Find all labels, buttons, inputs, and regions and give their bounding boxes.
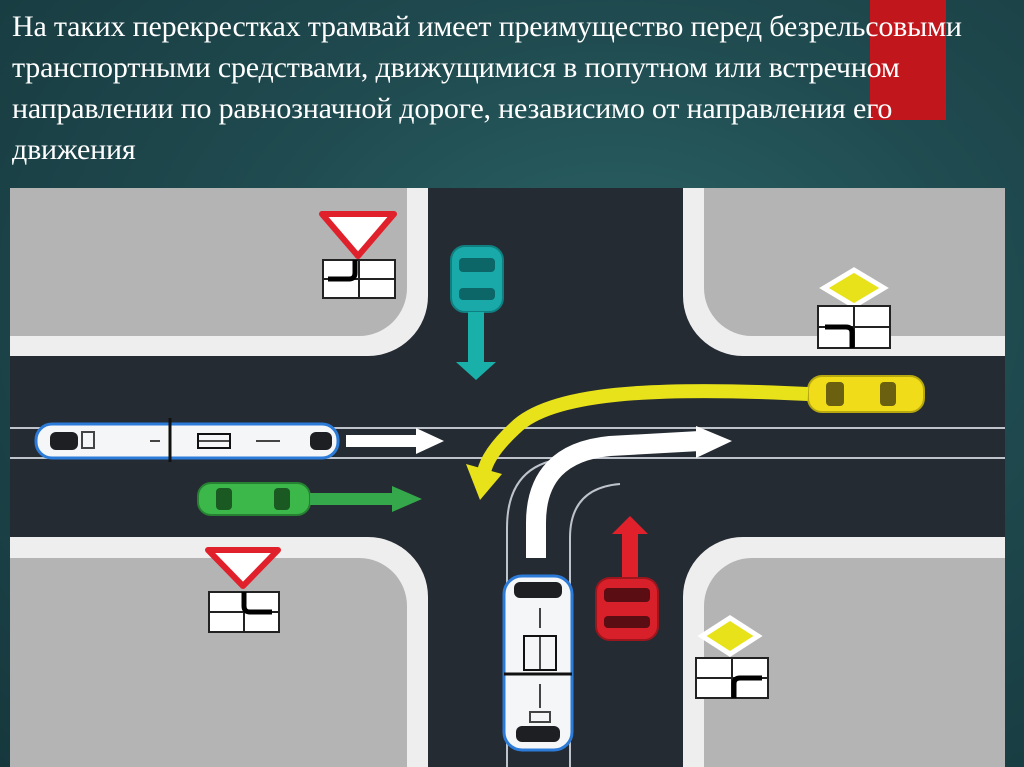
tram-south xyxy=(502,574,574,752)
teal-arrow xyxy=(456,312,496,380)
red-arrow xyxy=(612,516,648,580)
red-accent-bar xyxy=(870,0,946,120)
priority-road-sign-top-right xyxy=(817,267,891,349)
yield-sign-top-left xyxy=(319,211,397,299)
tram-west-arrow xyxy=(346,428,444,454)
slide-title: На таких перекрестках трамвай имеет преи… xyxy=(12,10,962,166)
yellow-car xyxy=(807,375,925,413)
tram-south-arrow xyxy=(526,426,732,558)
tram-west xyxy=(34,418,340,462)
block-bottom-right xyxy=(704,558,1005,767)
intersection-diagram xyxy=(10,188,1005,767)
yellow-arrow xyxy=(466,384,809,500)
yield-sign-bottom-left xyxy=(205,547,281,633)
red-car xyxy=(595,577,659,641)
block-top-right xyxy=(704,188,1005,336)
green-car xyxy=(197,482,311,516)
priority-road-sign-bottom-right xyxy=(695,615,769,699)
block-top-left xyxy=(10,188,407,336)
teal-car xyxy=(450,245,504,313)
block-bottom-left xyxy=(10,558,407,767)
green-arrow xyxy=(310,486,422,512)
